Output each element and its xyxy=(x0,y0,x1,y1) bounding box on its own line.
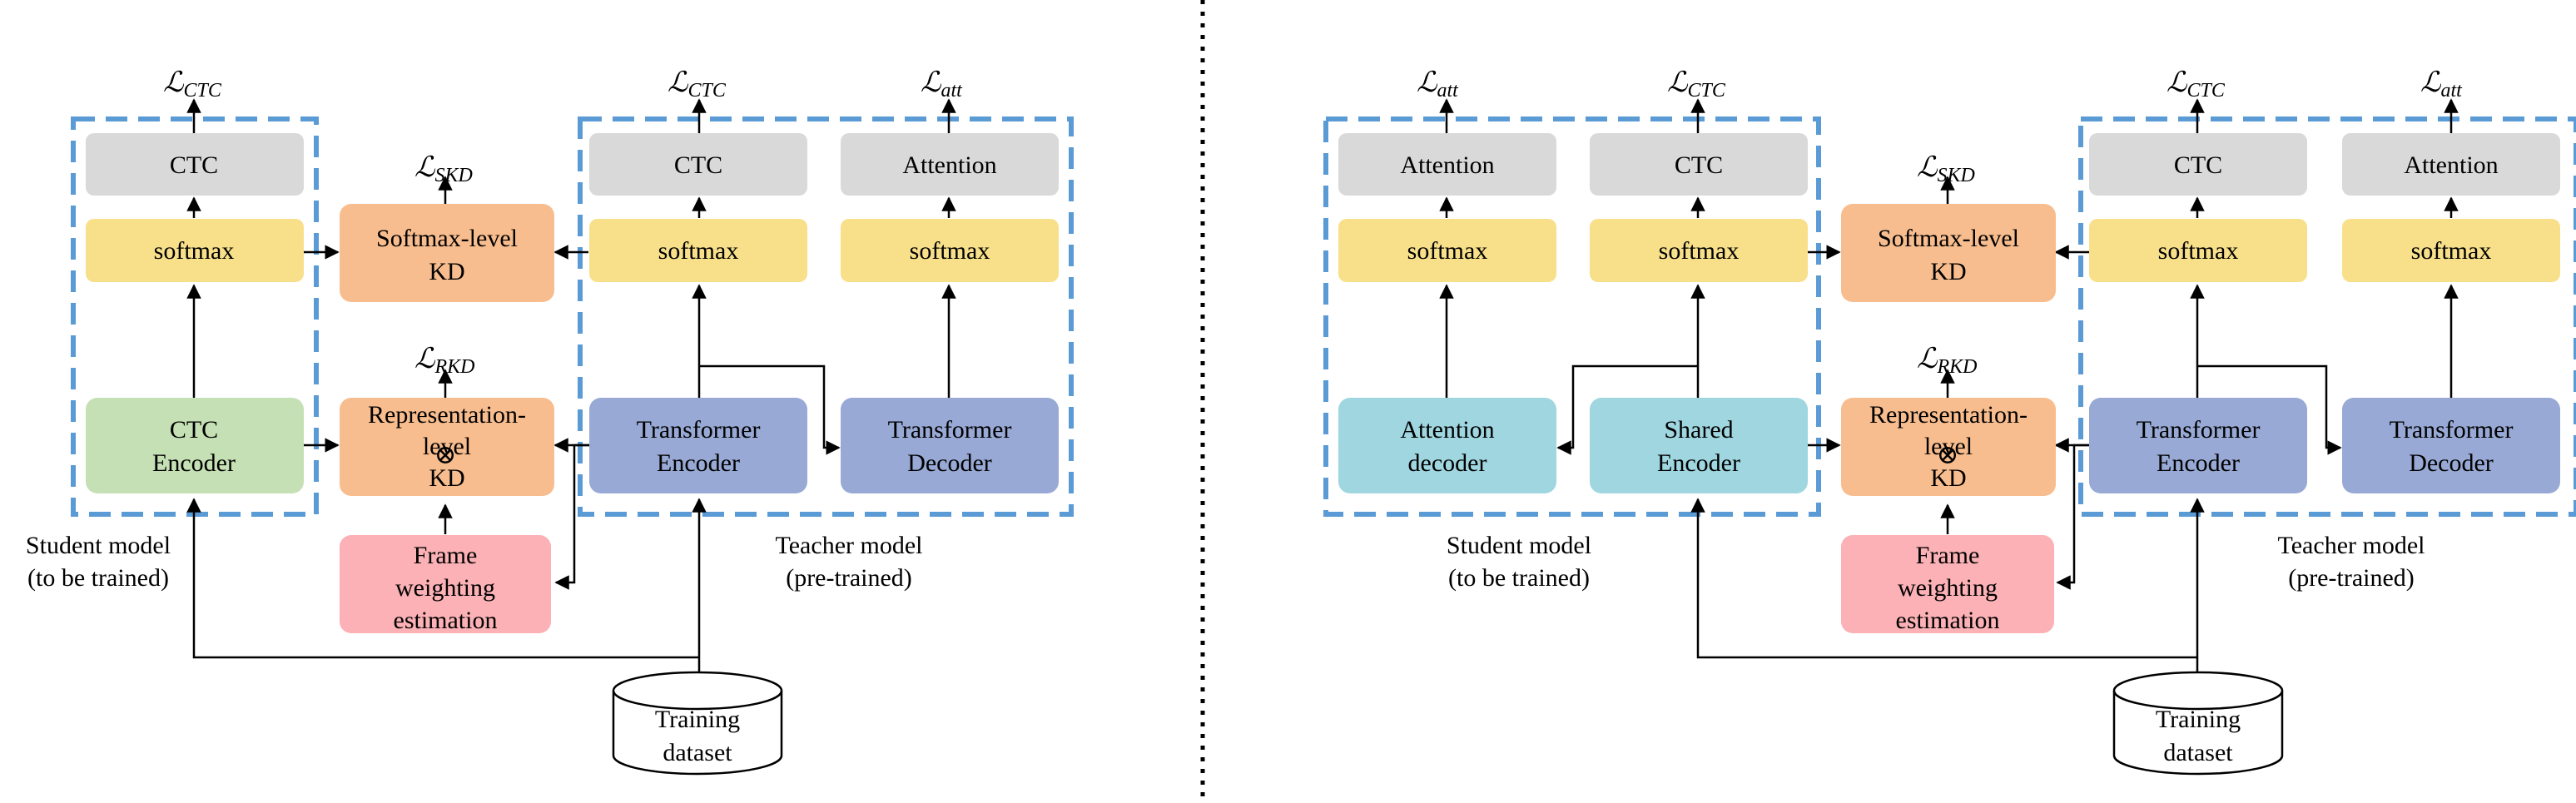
r-loss-att-teacher: ℒatt xyxy=(2420,67,2463,102)
r-training-dataset-cylinder: Training dataset xyxy=(2112,671,2284,776)
trans-enc-line1: Transformer xyxy=(637,416,761,444)
dataset-line2: dataset xyxy=(663,739,732,766)
right-panel: Attention softmax CTC softmax Attention … xyxy=(1323,67,2576,776)
trans-enc-line2: Encoder xyxy=(657,449,740,477)
ctc-encoder-line2: Encoder xyxy=(152,449,236,477)
r-student-softmax-label: softmax xyxy=(1407,237,1488,265)
left-panel: CTC softmax CTC Encoder Softmax-level KD… xyxy=(26,67,1074,776)
loss-ctc-student: ℒCTC xyxy=(163,67,222,102)
r-loss-skd: ℒSKD xyxy=(1917,152,1975,186)
r-dataset-line2: dataset xyxy=(2163,739,2233,766)
rep-kd-line3: KD xyxy=(429,464,464,492)
loss-att-teacher: ℒatt xyxy=(921,67,963,102)
r-frame-line3: estimation xyxy=(1896,607,2000,634)
r-frame-line1: Frame xyxy=(1916,542,1980,569)
multiply-icon: ⊗ xyxy=(434,439,457,469)
r-teacher-softmax2-label: softmax xyxy=(2411,237,2492,265)
r-rep-kd-line2: level xyxy=(1924,433,1973,460)
frame-line3: estimation xyxy=(394,607,498,634)
teacher-caption-1: Teacher model xyxy=(776,532,923,559)
rep-kd-line2: level xyxy=(423,433,471,460)
dataset-line1: Training xyxy=(655,706,740,733)
r-dataset-line1: Training xyxy=(2156,706,2241,733)
training-dataset-cylinder: Training dataset xyxy=(612,671,783,776)
loss-ctc-teacher: ℒCTC xyxy=(668,67,727,102)
r-softmax-kd-box xyxy=(1841,204,2056,302)
trans-dec-line1: Transformer xyxy=(888,416,1012,444)
student-ctc-label: CTC xyxy=(170,151,218,179)
r-student-ctc-label: CTC xyxy=(1675,151,1723,179)
r-teacher-ctc-label: CTC xyxy=(2174,151,2222,179)
transformer-encoder-box xyxy=(589,398,807,493)
teacher-softmax2-label: softmax xyxy=(910,237,990,265)
frame-line2: weighting xyxy=(395,574,495,602)
softmax-kd-line1: Softmax-level xyxy=(376,225,518,252)
student-softmax-label: softmax xyxy=(154,237,235,265)
att-dec-line2: decoder xyxy=(1408,449,1487,477)
rep-kd-box xyxy=(340,398,554,496)
student-caption-2: (to be trained) xyxy=(27,564,169,592)
r-frame-line2: weighting xyxy=(1898,574,1998,602)
right-connectors xyxy=(1439,98,2459,672)
teacher-frame xyxy=(578,116,1074,517)
r-transformer-decoder-box xyxy=(2342,398,2560,493)
teacher-attention-label: Attention xyxy=(902,151,996,179)
r-multiply-icon: ⊗ xyxy=(1937,439,1959,469)
rep-kd-line1: Representation- xyxy=(368,401,526,429)
loss-skd: ℒSKD xyxy=(414,152,473,186)
teacher-ctc-label: CTC xyxy=(674,151,722,179)
r-frame-weighting-box xyxy=(1841,535,2054,633)
r-student-softmax2-label: softmax xyxy=(1659,237,1740,265)
teacher-softmax-label: softmax xyxy=(658,237,739,265)
r-teacher-softmax-label: softmax xyxy=(2158,237,2239,265)
r-loss-ctc-teacher: ℒCTC xyxy=(2167,67,2226,102)
r-transformer-encoder-box xyxy=(2089,398,2307,493)
left-connectors xyxy=(186,98,956,672)
trans-dec-line2: Decoder xyxy=(907,449,992,477)
r-teacher-caption-1: Teacher model xyxy=(2278,532,2425,559)
r-teacher-caption-2: (pre-trained) xyxy=(2288,564,2415,592)
softmax-kd-line2: KD xyxy=(429,258,464,285)
loss-rkd: ℒRKD xyxy=(414,344,475,378)
student-caption-1: Student model xyxy=(26,532,171,559)
shared-enc-line1: Shared xyxy=(1664,416,1733,444)
r-student-attention-label: Attention xyxy=(1400,151,1494,179)
teacher-caption-2: (pre-trained) xyxy=(786,564,912,592)
ctc-encoder-box xyxy=(86,398,304,493)
frame-weighting-box xyxy=(340,535,551,633)
r-trans-dec-line1: Transformer xyxy=(2390,416,2514,444)
r-rep-kd-line3: KD xyxy=(1930,464,1966,492)
r-student-caption-2: (to be trained) xyxy=(1448,564,1590,592)
r-loss-ctc-student: ℒCTC xyxy=(1667,67,1726,102)
r-softmax-kd-line1: Softmax-level xyxy=(1878,225,2019,252)
r-trans-dec-line2: Decoder xyxy=(2409,449,2494,477)
r-loss-rkd: ℒRKD xyxy=(1917,344,1978,378)
shared-enc-line2: Encoder xyxy=(1657,449,1740,477)
frame-line1: Frame xyxy=(414,542,478,569)
r-student-caption-1: Student model xyxy=(1447,532,1591,559)
teacher-frame-right xyxy=(2078,116,2576,517)
r-trans-enc-line2: Encoder xyxy=(2157,449,2240,477)
r-teacher-attention-label: Attention xyxy=(2404,151,2498,179)
att-dec-line1: Attention xyxy=(1400,416,1494,444)
attention-decoder-box xyxy=(1338,398,1556,493)
softmax-kd-box xyxy=(340,204,554,302)
transformer-decoder-box xyxy=(841,398,1059,493)
student-frame-right xyxy=(1323,116,1821,517)
r-trans-enc-line1: Transformer xyxy=(2137,416,2261,444)
ctc-encoder-line1: CTC xyxy=(170,416,218,444)
shared-encoder-box xyxy=(1590,398,1808,493)
r-loss-att-student: ℒatt xyxy=(1417,67,1459,102)
r-rep-kd-line1: Representation- xyxy=(1869,401,2028,429)
r-rep-kd-box xyxy=(1841,398,2056,496)
r-softmax-kd-line2: KD xyxy=(1930,258,1966,285)
